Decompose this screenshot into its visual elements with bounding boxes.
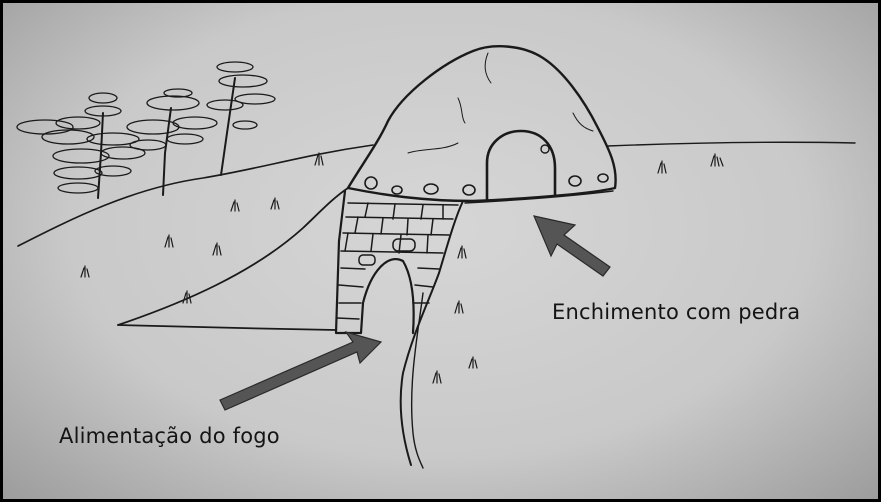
horizon-line-right (607, 141, 856, 147)
arrow-fire-feed (219, 330, 383, 411)
tree-middle (126, 88, 218, 196)
kiln-sketch (16, 45, 856, 469)
ramp-base (117, 324, 337, 331)
tree-right (206, 61, 276, 176)
kiln-door (485, 129, 557, 202)
label-stone-fill: Enchimento com pedra (552, 300, 801, 324)
tree-left (16, 92, 146, 199)
ramp-slope (117, 187, 349, 326)
grass-tufts (80, 152, 724, 384)
label-fire-feed: Alimentação do fogo (59, 424, 280, 448)
hill-line (17, 144, 374, 247)
stone-chamber (334, 189, 464, 469)
arrow-fill (532, 215, 611, 277)
kiln-dome (346, 45, 617, 203)
